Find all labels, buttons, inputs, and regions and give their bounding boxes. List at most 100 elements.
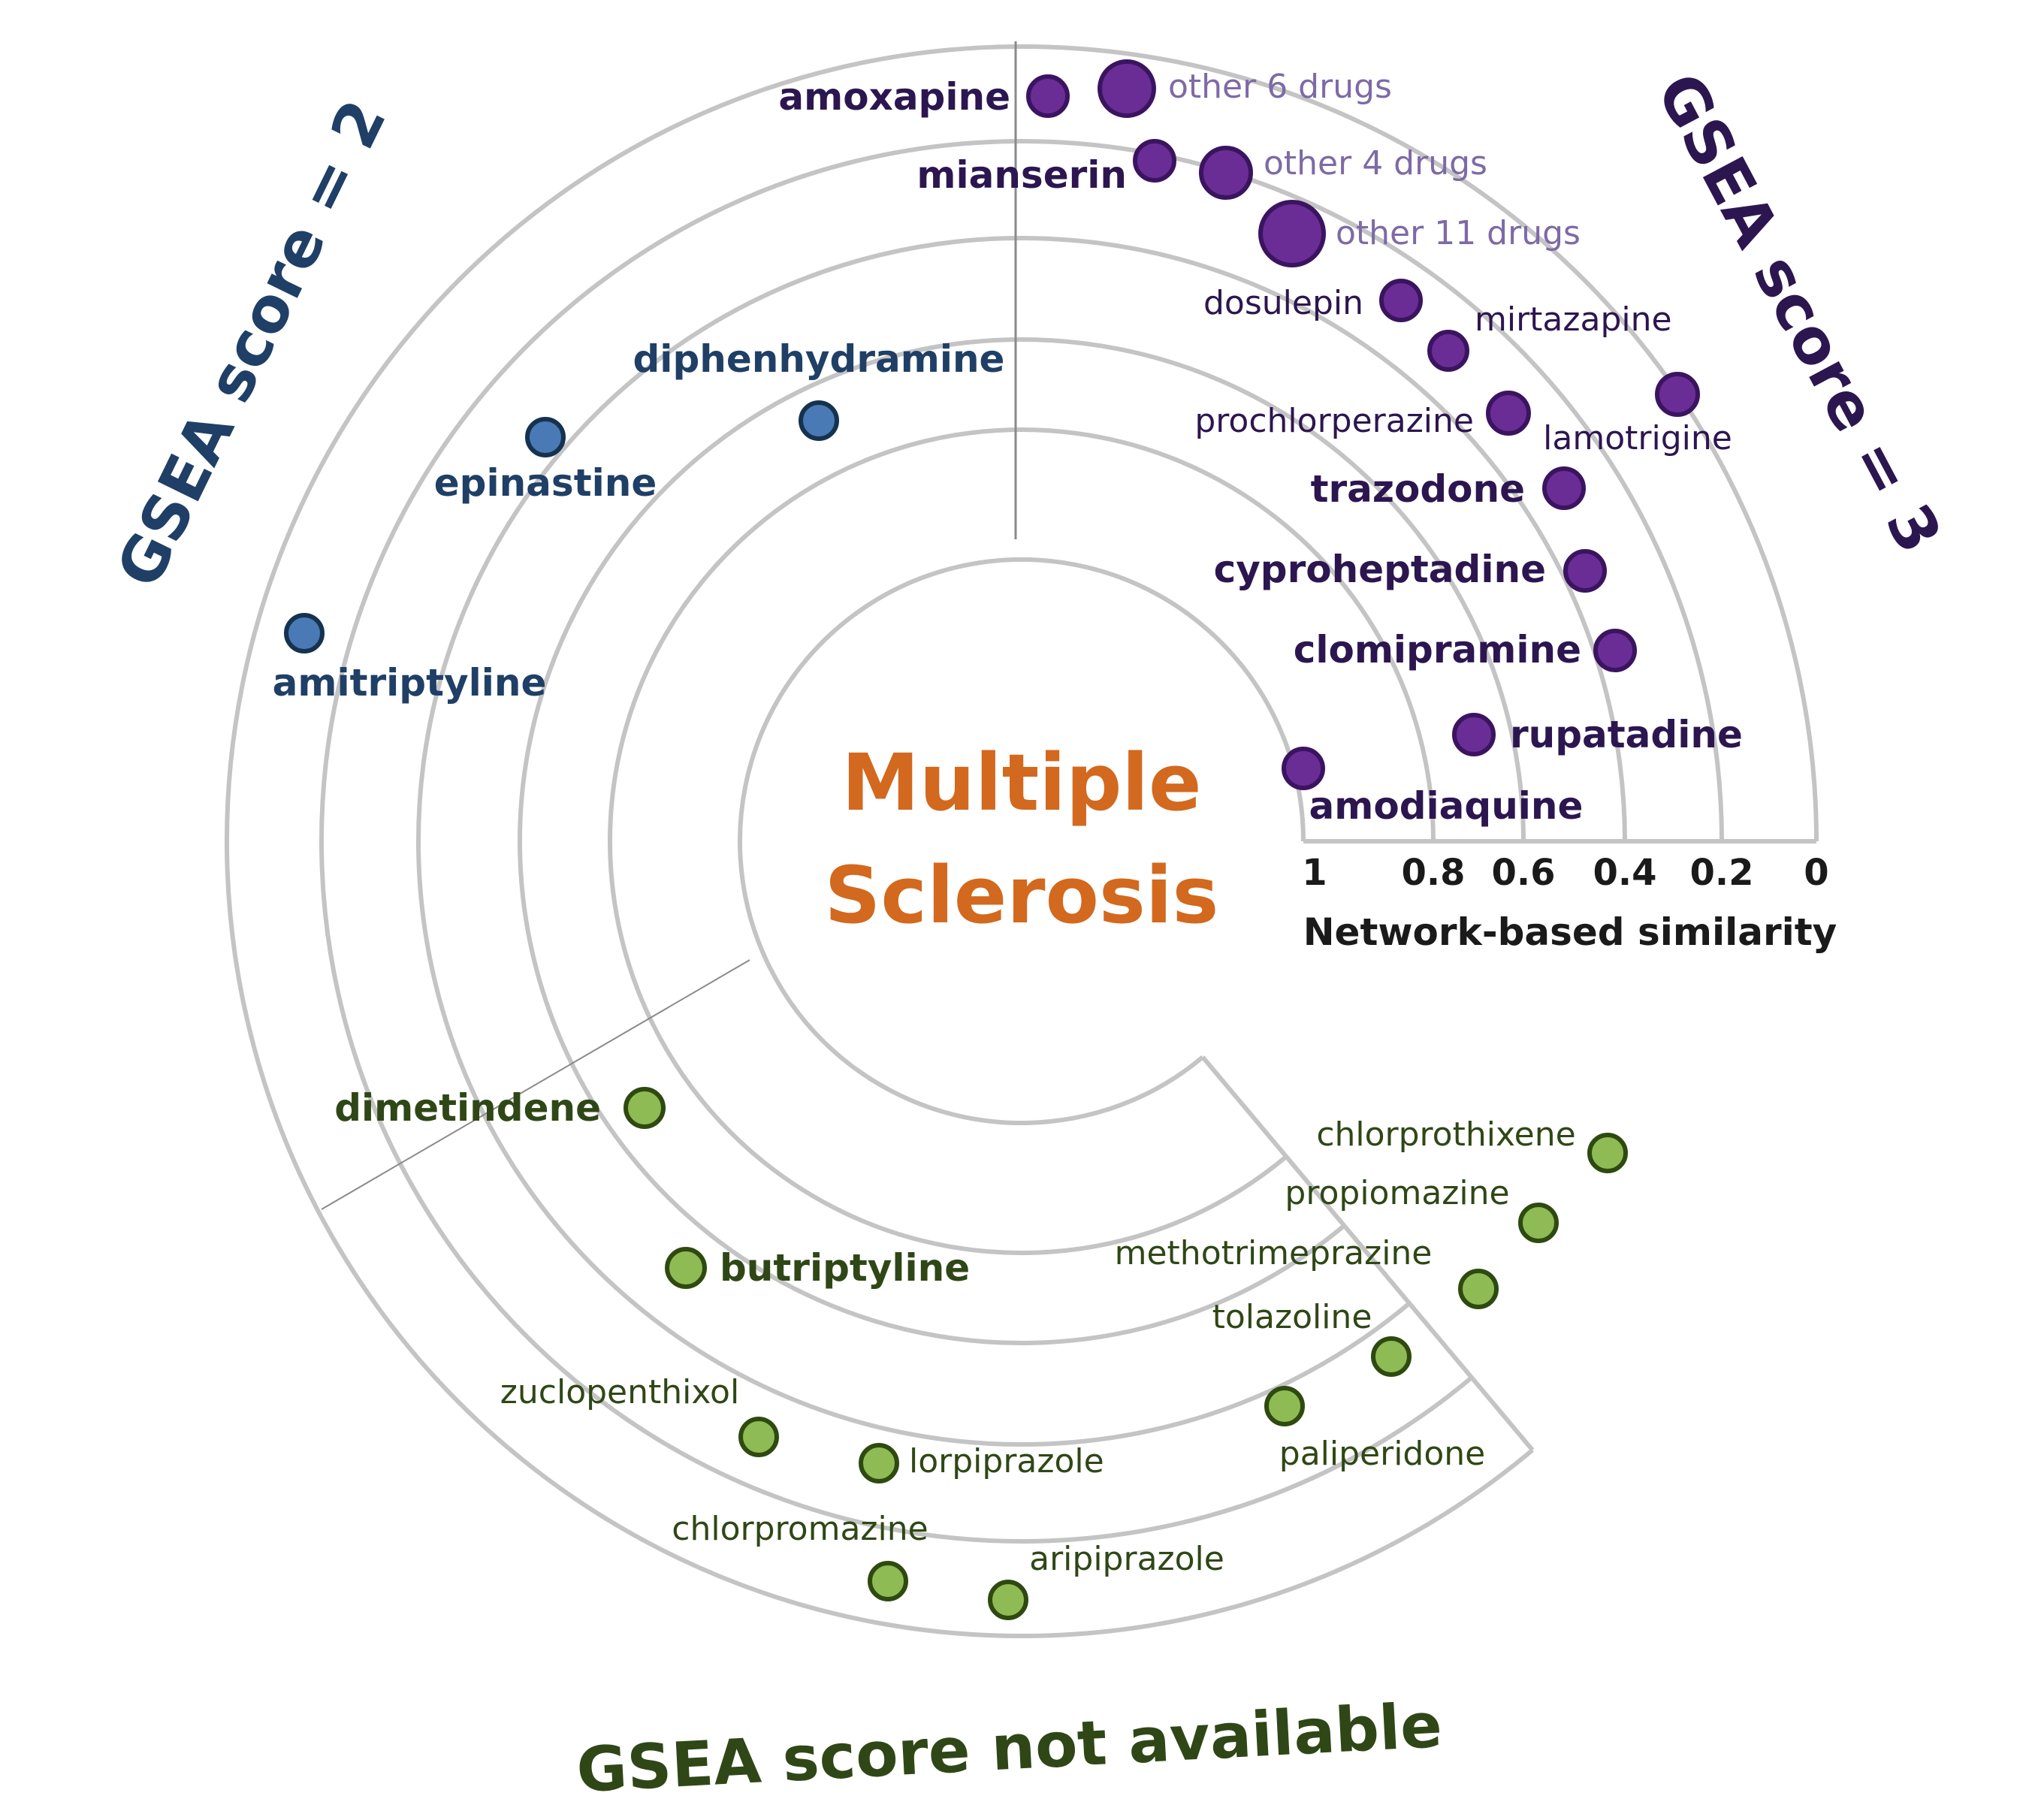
drug-marker [1379, 279, 1423, 322]
drug-label: chlorprothixene [1316, 1115, 1575, 1154]
drug-marker [624, 1087, 666, 1129]
drug-marker [738, 1417, 779, 1457]
similarity-ring [416, 236, 1627, 1447]
similarity-ring [225, 44, 1819, 1638]
drug-marker [988, 1580, 1028, 1620]
drug-point-mianserin: mianserin [916, 139, 1176, 197]
drug-marker [1282, 747, 1325, 790]
drug-point-diphenhydramine: diphenhydramine [633, 337, 1005, 441]
drug-label: other 6 drugs [1168, 68, 1392, 106]
drug-marker [1427, 330, 1469, 372]
drug-point-trazodone: trazodone [1311, 466, 1586, 511]
drug-label: other 4 drugs [1264, 144, 1487, 183]
drug-label: trazodone [1311, 467, 1525, 511]
similarity-ring [738, 557, 1306, 1125]
drug-label: propiomazine [1285, 1174, 1509, 1212]
drug-point-methotrimeprazine: methotrimeprazine [1115, 1234, 1499, 1309]
axis-tick-label: 0.2 [1689, 852, 1753, 894]
axis-tick-label: 0.8 [1401, 852, 1465, 894]
drug-point-aripiprazole: aripiprazole [988, 1540, 1224, 1620]
sector-dividers [321, 41, 1017, 1210]
drug-label: clomipramine [1294, 628, 1581, 672]
drug-point-chlorprothixene: chlorprothixene [1316, 1115, 1628, 1173]
drug-point-mirtazapine: mirtazapine [1427, 300, 1672, 372]
group-label-gsea2: GSEA score = 2 [104, 89, 400, 598]
drug-point-zuclopenthixol: zuclopenthixol [500, 1373, 779, 1457]
axis-title: Network-based similarity [1303, 910, 1837, 954]
group-label-gsea-na: GSEA score not available [575, 1690, 1444, 1806]
drug-label: aripiprazole [1029, 1540, 1224, 1578]
similarity-ring [518, 337, 1526, 1345]
drug-point-other-6-drugs: other 6 drugs [1098, 59, 1392, 118]
drug-label: amitriptyline [273, 661, 547, 705]
drug-marker [1371, 1336, 1412, 1377]
drug-marker [1655, 372, 1700, 417]
drug-point-prochlorperazine: prochlorperazine [1194, 391, 1531, 440]
center-title-line-1: Multiple [841, 737, 1201, 829]
drug-point-butriptyline: butriptyline [665, 1246, 970, 1290]
drug-label: paliperidone [1279, 1435, 1485, 1473]
drug-point-dimetindene: dimetindene [334, 1086, 666, 1130]
drug-label: other 11 drugs [1336, 214, 1581, 252]
drug-label: mirtazapine [1475, 300, 1672, 339]
drug-marker [868, 1561, 908, 1601]
axis-tick-label: 0.4 [1593, 852, 1656, 894]
drug-label: cyproheptadine [1214, 548, 1546, 591]
drug-marker [1587, 1133, 1628, 1173]
drug-label: rupatadine [1510, 713, 1743, 756]
drug-label: zuclopenthixol [500, 1373, 739, 1411]
drug-point-clomipramine: clomipramine [1294, 628, 1637, 672]
drug-label: lamotrigine [1543, 419, 1732, 457]
drug-point-paliperidone: paliperidone [1264, 1386, 1485, 1473]
ring-edge-bottom [1200, 1055, 1535, 1452]
drug-marker [1098, 59, 1156, 118]
drug-point-amitriptyline: amitriptyline [273, 613, 547, 705]
drug-marker [1264, 1386, 1305, 1426]
drug-label: tolazoline [1212, 1298, 1372, 1336]
drug-marker [525, 417, 566, 457]
drug-marker [1486, 391, 1531, 436]
drug-marker [1026, 74, 1070, 118]
drug-marker [1518, 1203, 1559, 1243]
drug-point-chlorpromazine: chlorpromazine [672, 1510, 928, 1601]
drug-label: mianserin [916, 153, 1127, 197]
drug-label: amodiaquine [1309, 784, 1584, 828]
drug-point-rupatadine: rupatadine [1452, 713, 1743, 756]
drug-point-dosulepin: dosulepin [1203, 279, 1423, 322]
drug-point-lamotrigine: lamotrigine [1543, 372, 1732, 457]
drug-points: diphenhydramine epinastine amitriptyline am… [273, 59, 1743, 1620]
drug-marker [1133, 139, 1176, 183]
drug-marker [1452, 713, 1496, 756]
drug-marker [1563, 549, 1607, 593]
drug-marker [665, 1247, 707, 1289]
drug-point-other-4-drugs: other 4 drugs [1199, 144, 1487, 200]
drug-point-cyproheptadine: cyproheptadine [1214, 548, 1607, 593]
drug-label: methotrimeprazine [1115, 1234, 1433, 1272]
drug-point-propiomazine: propiomazine [1285, 1174, 1559, 1243]
drug-marker [1199, 146, 1253, 200]
drug-label: dosulepin [1203, 284, 1363, 322]
drug-label: chlorpromazine [672, 1510, 928, 1548]
drug-label: prochlorperazine [1194, 402, 1474, 440]
drug-label: diphenhydramine [633, 337, 1005, 381]
drug-point-epinastine: epinastine [434, 417, 657, 505]
drug-label: amoxapine [778, 75, 1010, 119]
drug-marker [1458, 1269, 1499, 1309]
drug-label: epinastine [434, 461, 657, 505]
drug-marker [284, 613, 325, 653]
divider-lower-left [321, 959, 750, 1210]
drug-point-amodiaquine: amodiaquine [1282, 747, 1584, 828]
drug-marker [859, 1443, 899, 1483]
drug-point-other-11-drugs: other 11 drugs [1258, 200, 1581, 267]
axis-tick-label: 1 [1302, 852, 1327, 894]
drug-marker [1542, 466, 1586, 510]
drug-point-lorpiprazole: lorpiprazole [859, 1442, 1104, 1483]
drug-label: lorpiprazole [909, 1442, 1104, 1480]
similarity-ring [608, 427, 1436, 1255]
similarity-ring [319, 139, 1724, 1544]
similarity-rings [225, 44, 1819, 1638]
drug-label: dimetindene [334, 1086, 601, 1130]
